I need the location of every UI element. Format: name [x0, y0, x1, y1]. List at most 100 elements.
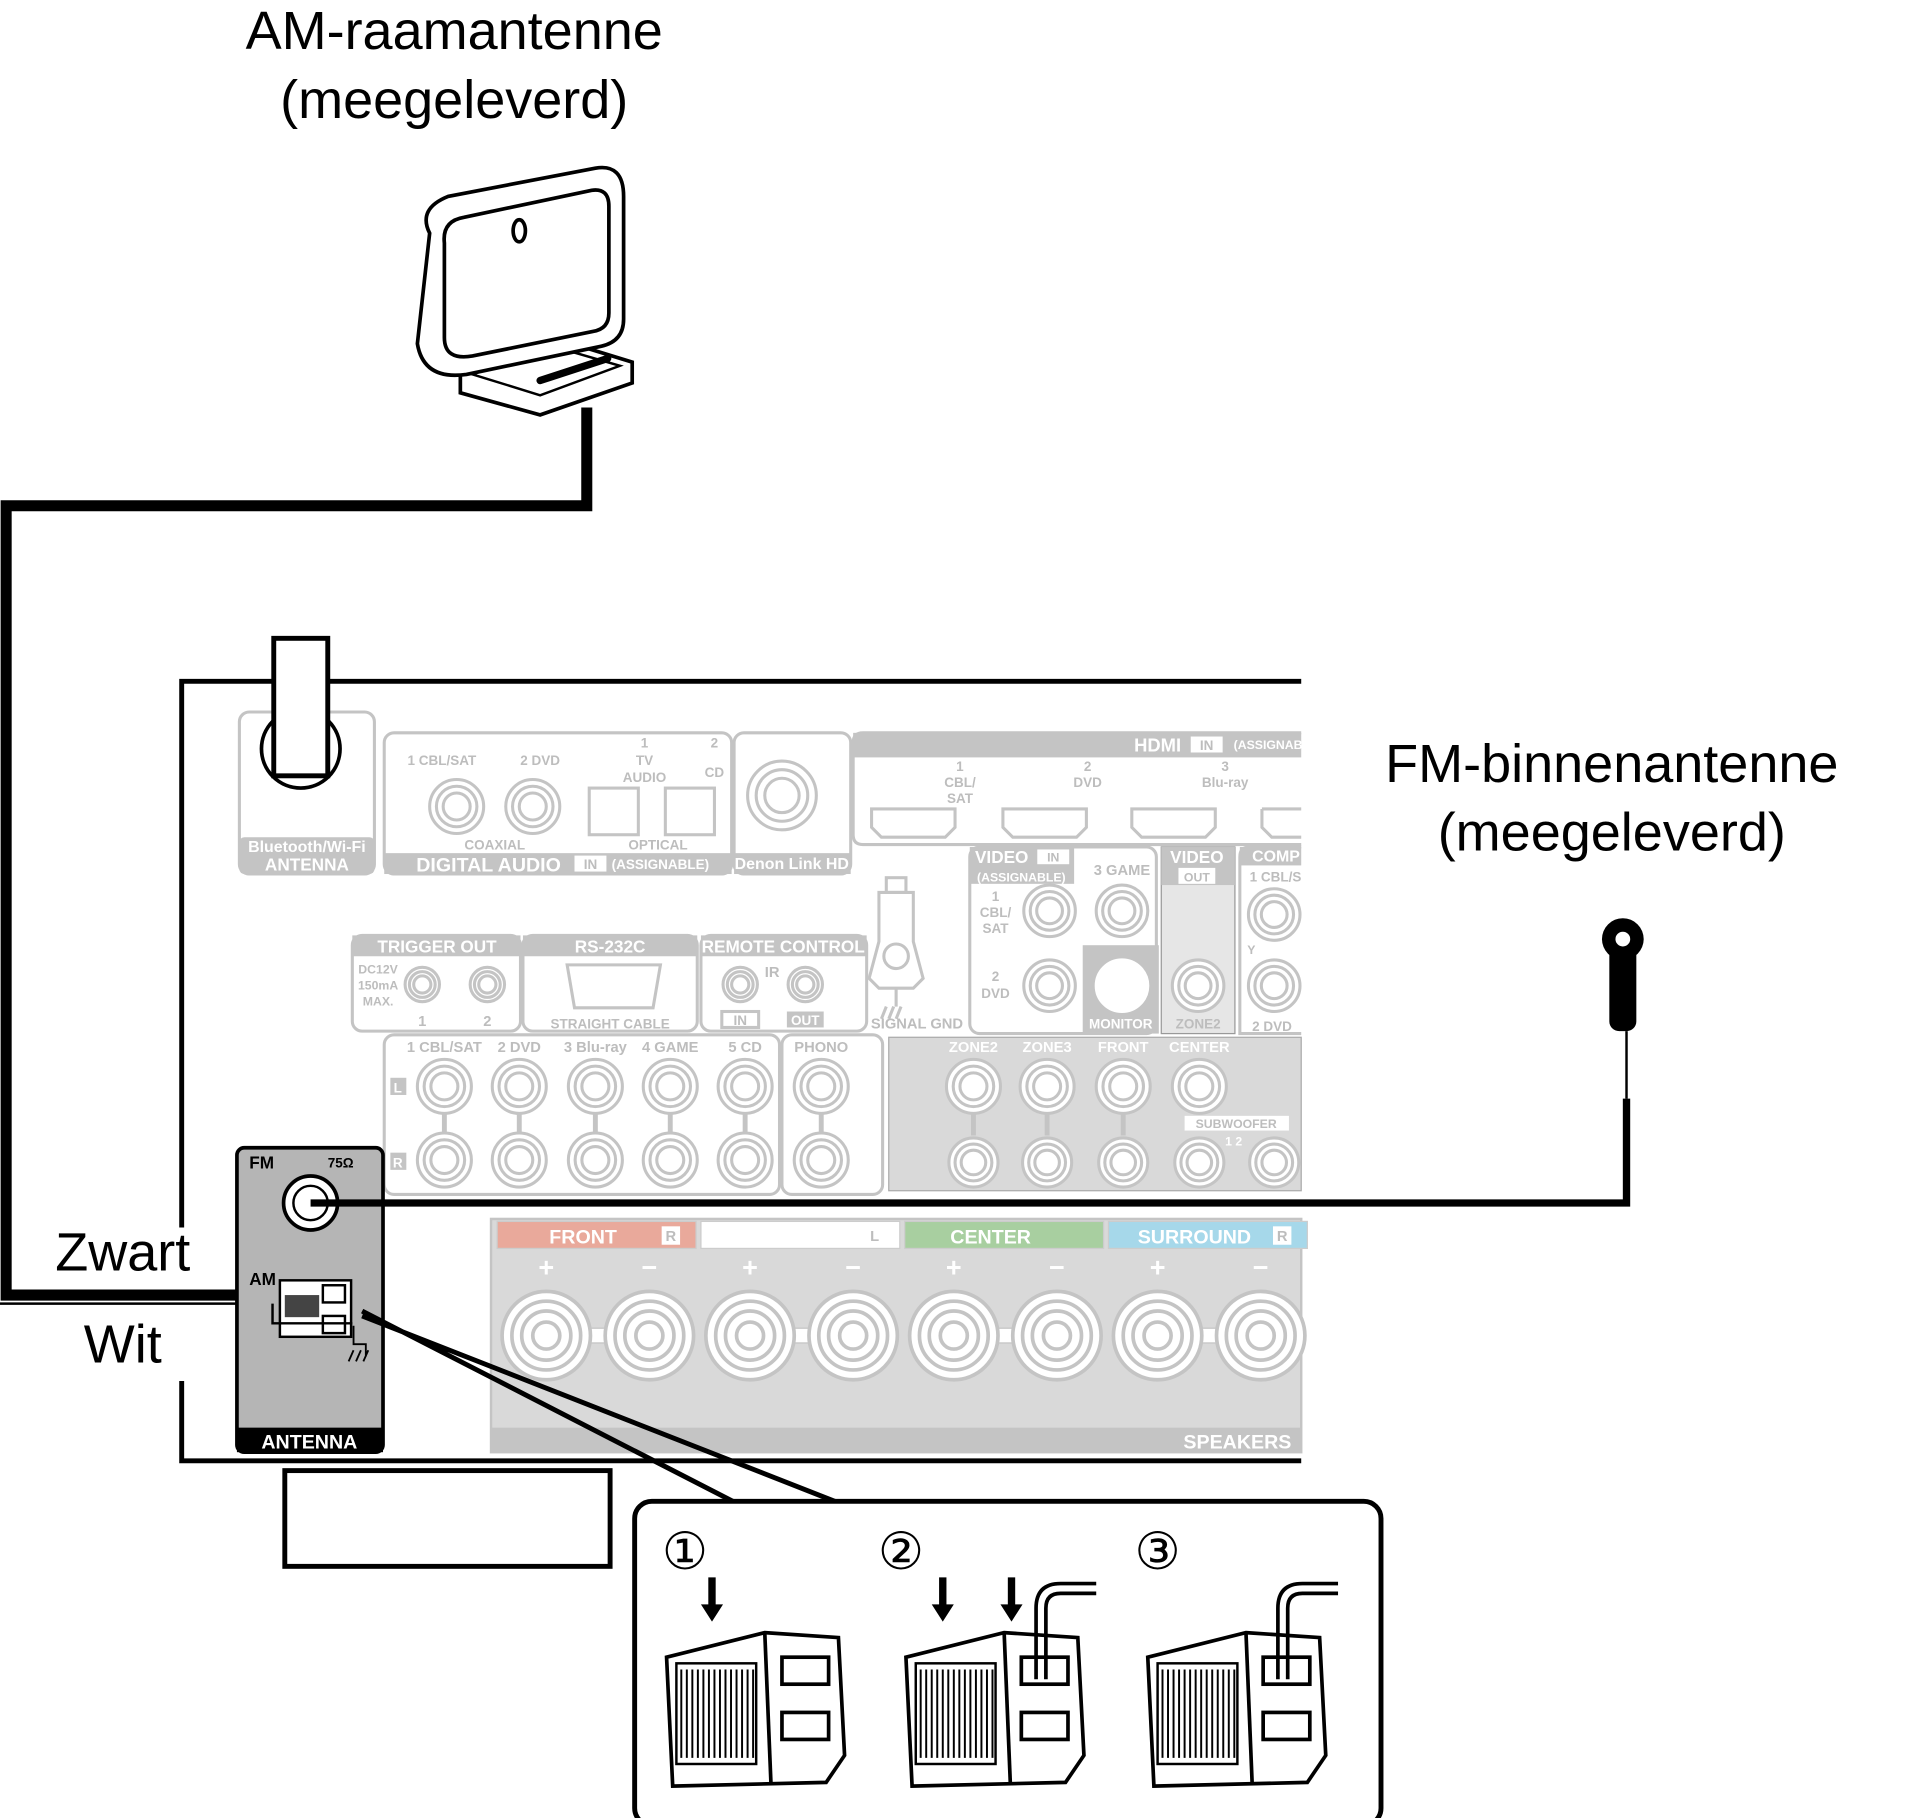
- svg-text:AUDIO: AUDIO: [623, 770, 667, 785]
- am-cable-black: [0, 407, 593, 1301]
- hdmi-in-block: HDMI IN (ASSIGNABLE) 1 CBL/ SAT 2 DVD 3 …: [851, 731, 1323, 847]
- svg-text:CD: CD: [705, 765, 725, 780]
- receiver-foot: [282, 1468, 613, 1569]
- denon-link-jack: [746, 759, 818, 832]
- plus-label: +: [1150, 1253, 1166, 1283]
- minus-label: −: [1253, 1253, 1269, 1283]
- rca-jack: [947, 1136, 1000, 1189]
- svg-text:STRAIGHT CABLE: STRAIGHT CABLE: [550, 1017, 669, 1032]
- svg-text:CBL/: CBL/: [980, 905, 1012, 920]
- svg-text:2: 2: [483, 1014, 491, 1030]
- svg-text:COMP: COMP: [1252, 849, 1300, 866]
- video-block: VIDEO IN (ASSIGNABLE) 3 GAME 1 CBL/ SAT …: [968, 845, 1301, 1036]
- svg-text:CBL/: CBL/: [944, 775, 976, 790]
- fm-cable: [310, 1098, 1631, 1207]
- step-1-number: ①: [662, 1522, 708, 1580]
- speaker-group-label: FRONT: [753, 1227, 821, 1249]
- rca-jack: [1021, 1136, 1074, 1189]
- speaker-binding-post: [1214, 1289, 1307, 1382]
- signal-gnd-terminal: SIGNAL GND: [867, 876, 963, 1033]
- rca-jack: [1097, 1136, 1150, 1189]
- mini-jack: [786, 965, 825, 1004]
- minus-label: −: [641, 1253, 657, 1283]
- svg-text:2 DVD: 2 DVD: [520, 753, 560, 768]
- svg-text:COAXIAL: COAXIAL: [464, 837, 525, 852]
- mini-jack: [721, 965, 759, 1004]
- rca-jack: [415, 1131, 473, 1189]
- svg-text:HDMI: HDMI: [1134, 734, 1181, 755]
- rca-jack: [1022, 958, 1077, 1014]
- svg-text:R: R: [393, 1155, 403, 1170]
- rca-jack: [1248, 1136, 1301, 1189]
- rca-jack: [504, 777, 562, 836]
- fm-label: FM: [249, 1153, 274, 1173]
- svg-text:2: 2: [992, 969, 1000, 984]
- svg-text:TV: TV: [636, 753, 653, 768]
- speaker-group-center-: CENTER+−: [904, 1220, 1105, 1382]
- wire-white-label: Wit: [84, 1315, 162, 1375]
- analog-audio-in-block: 1 CBL/SAT 2 DVD 3 Blu-ray 4 GAME 5 CD PH…: [382, 1033, 885, 1196]
- speaker-side-label: L: [870, 1229, 879, 1245]
- speaker-group-header: [904, 1220, 1105, 1250]
- svg-text:4 GAME: 4 GAME: [642, 1040, 699, 1056]
- svg-text:2: 2: [711, 736, 719, 751]
- rca-jack: [641, 1131, 699, 1189]
- svg-text:MONITOR: MONITOR: [1089, 1017, 1153, 1032]
- fm-antenna-caption-sub: (meegeleverd): [1438, 803, 1786, 863]
- svg-text:150mA: 150mA: [358, 978, 398, 992]
- rca-jack: [566, 1131, 624, 1189]
- digital-audio-block: DIGITAL AUDIO IN (ASSIGNABLE) 1 CBL/SAT …: [382, 731, 734, 877]
- speaker-side-label: R: [1277, 1229, 1288, 1245]
- svg-text:IN: IN: [1047, 851, 1059, 865]
- svg-text:IN: IN: [584, 857, 598, 872]
- svg-text:Bluetooth/Wi-Fi: Bluetooth/Wi-Fi: [248, 839, 366, 856]
- rca-jack: [716, 1057, 774, 1115]
- rca-jack: [1246, 887, 1302, 942]
- svg-text:OUT: OUT: [791, 1013, 820, 1028]
- wifi-antenna-icon: [271, 635, 331, 779]
- svg-text:(ASSIGNABLE): (ASSIGNABLE): [1234, 738, 1323, 752]
- rca-jack: [415, 1057, 473, 1115]
- mini-jack: [403, 965, 442, 1004]
- svg-text:CENTER: CENTER: [1169, 1040, 1230, 1056]
- denon-link-block: Denon Link HD: [732, 731, 853, 876]
- speakers-label: SPEAKERS: [1183, 1432, 1291, 1454]
- step-3-number: ③: [1134, 1522, 1180, 1580]
- rca-jack: [1094, 958, 1150, 1014]
- minus-label: −: [1049, 1253, 1065, 1283]
- mini-jack: [468, 965, 507, 1004]
- rca-jack: [566, 1057, 624, 1115]
- rca-jack: [1246, 958, 1302, 1014]
- speaker-binding-post: [1111, 1289, 1204, 1382]
- speaker-group-label: CENTER: [950, 1227, 1031, 1249]
- am-antenna-caption: AM-raamantenne: [246, 1, 663, 61]
- svg-text:ZONE3: ZONE3: [1023, 1040, 1072, 1056]
- step-3-terminal: [1145, 1581, 1339, 1788]
- svg-text:SUBWOOFER: SUBWOOFER: [1196, 1117, 1277, 1131]
- rca-jack: [641, 1057, 699, 1115]
- rca-jack: [490, 1131, 548, 1189]
- rca-jacks: [403, 759, 1302, 1189]
- svg-text:ANTENNA: ANTENNA: [265, 854, 349, 874]
- am-loop-antenna-icon: [415, 165, 635, 417]
- rca-jack: [944, 1057, 1002, 1115]
- rca-jack: [428, 777, 486, 836]
- speaker-binding-post: [500, 1289, 593, 1382]
- plus-label: +: [538, 1253, 554, 1283]
- speaker-binding-post: [704, 1289, 797, 1382]
- svg-text:1 CBL/SAT: 1 CBL/SAT: [407, 1040, 482, 1056]
- svg-text:DVD: DVD: [1073, 775, 1102, 790]
- svg-text:ZONE2: ZONE2: [949, 1040, 998, 1056]
- am-antenna-caption-sub: (meegeleverd): [280, 70, 628, 130]
- rca-jack: [1173, 1136, 1226, 1189]
- svg-text:3: 3: [1221, 759, 1229, 774]
- wire-black-label: Zwart: [55, 1223, 190, 1283]
- rca-jack: [1170, 958, 1226, 1014]
- rca-jack: [1018, 1057, 1076, 1115]
- svg-text:5 CD: 5 CD: [728, 1040, 762, 1056]
- svg-text:IR: IR: [765, 965, 780, 981]
